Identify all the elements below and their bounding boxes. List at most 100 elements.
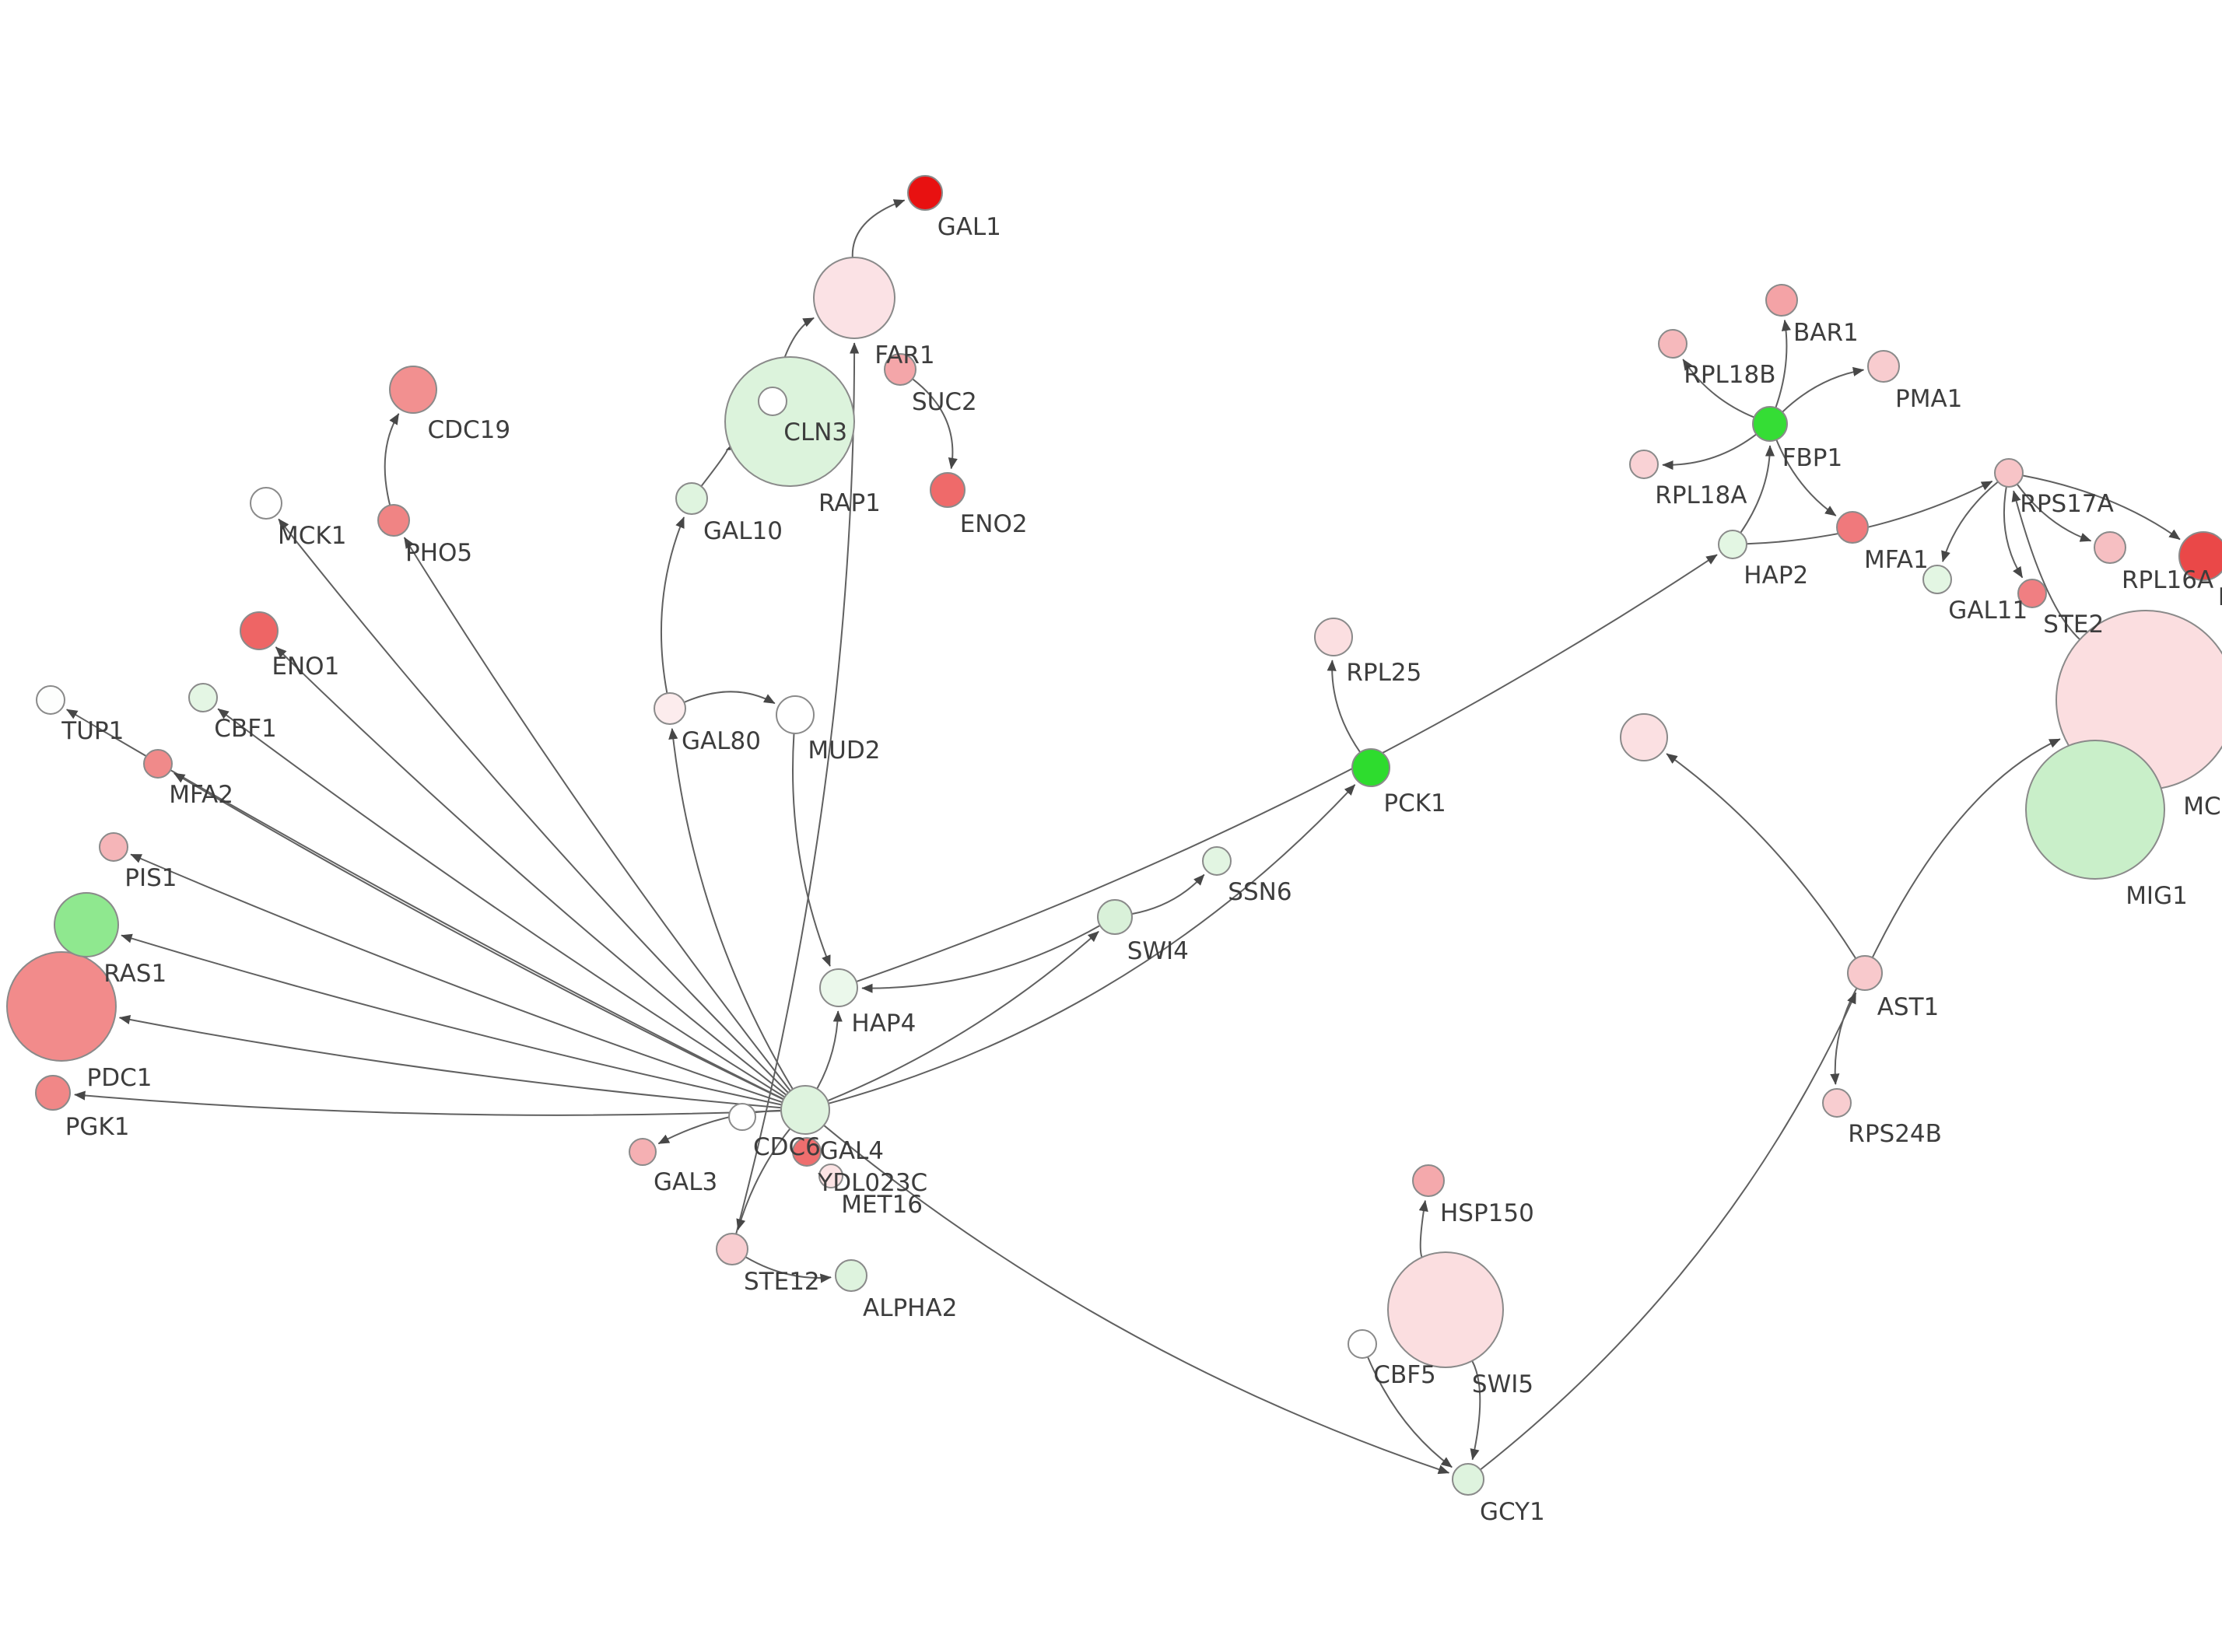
node-MET16[interactable] [818,1164,843,1188]
edge-HAP4-HAP2[interactable] [856,554,1718,983]
node-HSP150[interactable] [1412,1164,1445,1197]
edge-AST1-unlabeled[interactable] [1666,753,1857,959]
edge-FBP1-MFA1[interactable] [1775,439,1837,516]
edge-GAL4-PHO5[interactable] [403,537,791,1092]
node-CBF1[interactable] [188,683,218,712]
node-MCK1[interactable] [250,487,282,520]
node-CLN3[interactable] [758,387,787,416]
edge-GAL4-STE12[interactable] [736,1128,791,1230]
edge-GAL10-RAP1[interactable] [700,441,738,487]
node-HAP2[interactable] [1718,530,1747,559]
node-SUC2[interactable] [884,353,916,386]
node-MUD2[interactable] [776,695,815,734]
node-SWI5[interactable] [1387,1251,1504,1368]
edge-AST1-RPS24B[interactable] [1830,987,1858,1085]
node-TUP1[interactable] [36,685,65,715]
edge-GAL80-GAL10[interactable] [660,516,685,694]
edge-GAL4-PIS1[interactable] [130,853,783,1104]
node-PGK1[interactable] [35,1075,71,1111]
node-STE2[interactable] [2017,579,2047,608]
edge-HAP2-RPS17A[interactable] [1746,480,1993,545]
node-RPL18B[interactable] [1658,329,1688,359]
node-RPL25[interactable] [1314,618,1353,656]
node-ALPHA2[interactable] [835,1259,867,1292]
edge-FAR1-GAL1[interactable] [851,199,906,258]
node-ENO1[interactable] [240,611,279,650]
edge-SUC2-ENO2[interactable] [912,378,958,470]
edge-STE12-FAR1[interactable] [735,342,860,1234]
node-CDC19[interactable] [389,366,437,414]
node-CBF5[interactable] [1348,1329,1377,1359]
node-SWI4[interactable] [1097,899,1133,935]
edge-GAL80-MUD2[interactable] [683,691,776,705]
node-ENO2[interactable] [930,472,966,508]
edge-GAL4-PGK1[interactable] [74,1090,782,1116]
edge-GCY1-AST1[interactable] [1480,992,1857,1471]
edge-GAL4-GAL80[interactable] [668,728,794,1090]
node-RPL18A[interactable] [1629,450,1659,479]
edge-GAL4-RAS1[interactable] [121,933,782,1106]
edge-MUD2-HAP4[interactable] [792,733,831,967]
edge-PCK1-RPL25[interactable] [1327,660,1362,753]
node-RAS1[interactable] [54,892,119,957]
edge-GAL4-PDC1[interactable] [118,1014,782,1109]
edge-FBP1-RPL18B[interactable] [1682,359,1755,418]
edge-PHO5-CDC19[interactable] [384,413,400,506]
edge-MCM1-RPS17A[interactable] [2011,490,2080,640]
edge-FBP1-RPL18A[interactable] [1662,433,1758,471]
node-GCY1[interactable] [1452,1463,1484,1496]
edge-CBF5-GCY1[interactable] [1367,1356,1453,1468]
edge-GAL4-SWI4[interactable] [827,930,1099,1102]
edge-RPS17A-HIS4[interactable] [2022,474,2181,541]
edge-GAL4-CBF1[interactable] [217,708,786,1098]
edge-GAL4-MFA2[interactable] [173,772,784,1101]
node-RPL16A[interactable] [2094,531,2126,564]
edge-RPS17A-STE2[interactable] [2003,486,2024,579]
edge-SWI4-HAP4[interactable] [861,925,1101,993]
node-HIS4[interactable] [2178,531,2222,581]
node-MFA1[interactable] [1836,511,1869,544]
node-GAL4[interactable] [780,1085,830,1135]
edge-STE12-ALPHA2[interactable] [745,1256,832,1283]
node-GAL11[interactable] [1922,565,1952,594]
node-MIG1[interactable] [2025,740,2165,880]
edge-RPS17A-GAL11[interactable] [1941,481,1999,562]
edge-GAL4-MCK1[interactable] [278,518,789,1094]
edge-FBP1-PMA1[interactable] [1782,366,1865,413]
node-AST1[interactable] [1847,955,1883,991]
node-PCK1[interactable] [1351,748,1390,787]
edge-FBP1-BAR1[interactable] [1775,319,1791,408]
edge-SWI4-SSN6[interactable] [1131,873,1205,915]
node-RAP1[interactable] [724,356,855,487]
node-RPS17A[interactable] [1994,458,2024,488]
node-HAP4[interactable] [819,968,858,1007]
edge-AST1-MCM1[interactable] [1871,738,2061,958]
node-BAR1[interactable] [1765,284,1798,317]
node-PMA1[interactable] [1867,350,1900,383]
node-YDL023C[interactable] [792,1137,822,1167]
node-PHO5[interactable] [377,504,410,537]
node-STE12[interactable] [716,1233,748,1265]
node-FBP1[interactable] [1752,406,1788,442]
node-SSN6[interactable] [1202,846,1232,876]
node-PIS1[interactable] [99,832,128,862]
node-GAL3[interactable] [629,1138,657,1166]
edge-RPS17A-RPL16A[interactable] [2016,483,2092,542]
edge-SWI5-GCY1[interactable] [1470,1360,1481,1461]
node-unlabeled[interactable] [1620,713,1668,761]
node-RPS24B[interactable] [1822,1088,1852,1118]
edge-GAL4-GCY1[interactable] [823,1125,1450,1475]
node-CDC6[interactable] [728,1103,756,1131]
node-GAL1[interactable] [907,175,943,211]
edge-GAL4-HAP4[interactable] [816,1010,843,1090]
edge-GAL4-PCK1[interactable] [828,784,1356,1104]
edge-SWI5-HSP150[interactable] [1418,1199,1428,1258]
edge-GAL4-TUP1[interactable] [66,709,784,1101]
edge-HAP2-FBP1[interactable] [1740,445,1775,534]
node-GAL10[interactable] [675,482,708,515]
node-GAL80[interactable] [654,692,686,725]
node-MFA2[interactable] [143,749,173,779]
edge-GAL4-ENO1[interactable] [275,646,787,1096]
